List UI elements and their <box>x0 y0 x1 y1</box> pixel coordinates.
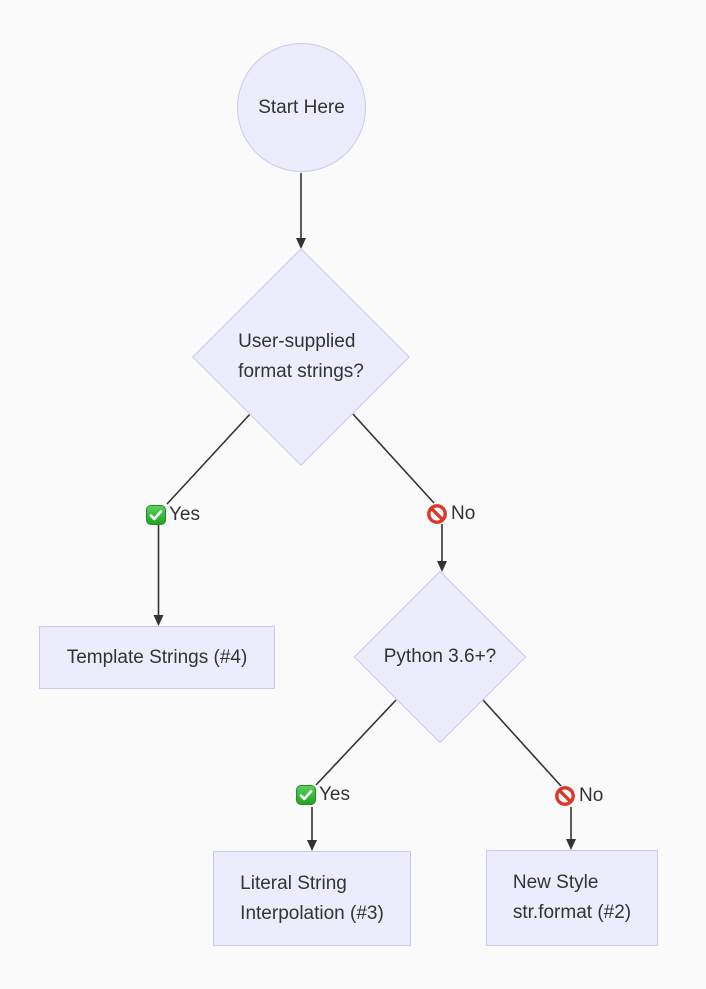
node-newstyle-label: New Style str.format (#2) <box>512 872 632 923</box>
node-start-label: Start Here <box>258 96 345 118</box>
node-start: Start Here <box>237 43 366 172</box>
node-newstyle: New Style str.format (#2) <box>486 850 658 946</box>
edge-decision2-no-diagonal <box>482 699 562 787</box>
edge-decision2-yes-diagonal <box>315 699 397 786</box>
edge-label-no-1: No <box>426 503 475 525</box>
edge-label-no-2-text: No <box>579 785 604 806</box>
node-literal-label: Literal String Interpolation (#3) <box>240 872 384 924</box>
node-decision1-label: User-supplied format strings? <box>238 331 364 382</box>
no-entry-icon <box>554 785 576 807</box>
check-icon <box>296 785 316 805</box>
edge-label-yes-2-text: Yes <box>319 784 350 805</box>
node-template-label: Template Strings (#4) <box>66 646 248 668</box>
edge-label-yes-1-text: Yes <box>169 504 200 525</box>
edge-decision1-yes-diagonal <box>166 412 252 505</box>
edge-label-yes-2: Yes <box>296 784 350 806</box>
edge-label-no-1-text: No <box>451 503 476 524</box>
check-icon <box>146 505 166 525</box>
node-decision2-label: Python 3.6+? <box>383 646 497 667</box>
node-literal: Literal String Interpolation (#3) <box>213 851 411 946</box>
edge-decision1-no-diagonal <box>351 412 435 504</box>
no-entry-icon <box>426 503 448 525</box>
node-template: Template Strings (#4) <box>39 626 275 689</box>
edge-label-no-2: No <box>554 785 603 807</box>
edge-label-yes-1: Yes <box>146 504 200 526</box>
